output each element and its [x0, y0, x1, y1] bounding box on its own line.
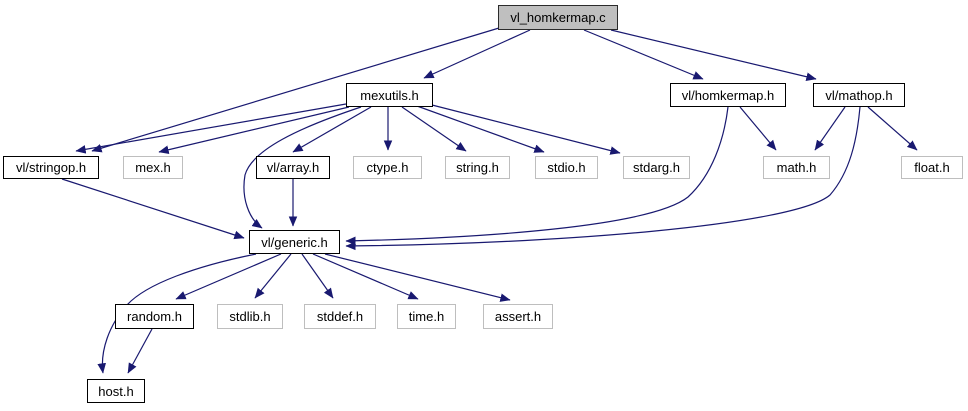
- edge-mexutils-to-stdarg: [431, 104, 621, 155]
- node-assert-h: assert.h: [483, 304, 553, 329]
- edge-mexutils-to-array: [292, 106, 372, 153]
- edge-homkermap-to-generic: [345, 106, 729, 246]
- node-vl-homkermap-c: vl_homkermap.c: [498, 5, 618, 30]
- node-time-h: time.h: [397, 304, 456, 329]
- node-math-h: math.h: [763, 156, 830, 179]
- node-stdlib-h: stdlib.h: [217, 304, 283, 329]
- node-vl-homkermap-h[interactable]: vl/homkermap.h: [670, 83, 786, 107]
- edge-mexutils-to-stdio: [416, 105, 545, 153]
- edge-generic-to-assert: [324, 253, 511, 302]
- edge-generic-to-host: [97, 253, 257, 374]
- node-random-h[interactable]: random.h: [115, 304, 194, 329]
- node-host-h[interactable]: host.h: [87, 379, 145, 403]
- edge-mexutils-to-string: [401, 106, 467, 152]
- node-string-h: string.h: [445, 156, 510, 179]
- edge-mexutils-to-stringop: [75, 103, 347, 154]
- node-float-h: float.h: [901, 156, 963, 179]
- edge-mexutils-to-generic: [243, 106, 362, 229]
- edge-generic-to-stdlib: [254, 253, 292, 299]
- node-vl-stringop-h[interactable]: vl/stringop.h: [3, 156, 99, 179]
- node-ctype-h: ctype.h: [353, 156, 422, 179]
- edge-generic-to-random: [175, 253, 282, 300]
- node-vl-array-h[interactable]: vl/array.h: [256, 156, 330, 179]
- edge-random-to-host: [127, 328, 153, 374]
- edge-mathop-to-generic: [345, 106, 861, 251]
- edge-mexutils-to-mex: [158, 106, 350, 154]
- edge-root-to-mexutils: [423, 29, 531, 79]
- edge-mathop-to-float: [867, 106, 918, 151]
- node-vl-mathop-h[interactable]: vl/mathop.h: [813, 83, 905, 107]
- node-stdarg-h: stdarg.h: [623, 156, 690, 179]
- edge-root-to-mathop: [610, 29, 817, 81]
- node-stdio-h: stdio.h: [535, 156, 598, 179]
- edge-homkermap-to-math: [739, 106, 777, 151]
- node-mexutils-h[interactable]: mexutils.h: [346, 83, 433, 107]
- node-vl-generic-h[interactable]: vl/generic.h: [249, 230, 340, 254]
- edge-generic-to-time: [312, 253, 419, 300]
- edge-stringop-to-generic: [61, 178, 245, 240]
- edge-root-to-stringop: [91, 27, 500, 153]
- edge-root-to-homkermap: [583, 29, 704, 80]
- node-stddef-h: stddef.h: [304, 304, 376, 329]
- edge-generic-to-stddef: [301, 253, 334, 299]
- node-mex-h: mex.h: [123, 156, 183, 179]
- edge-mathop-to-math: [814, 106, 846, 151]
